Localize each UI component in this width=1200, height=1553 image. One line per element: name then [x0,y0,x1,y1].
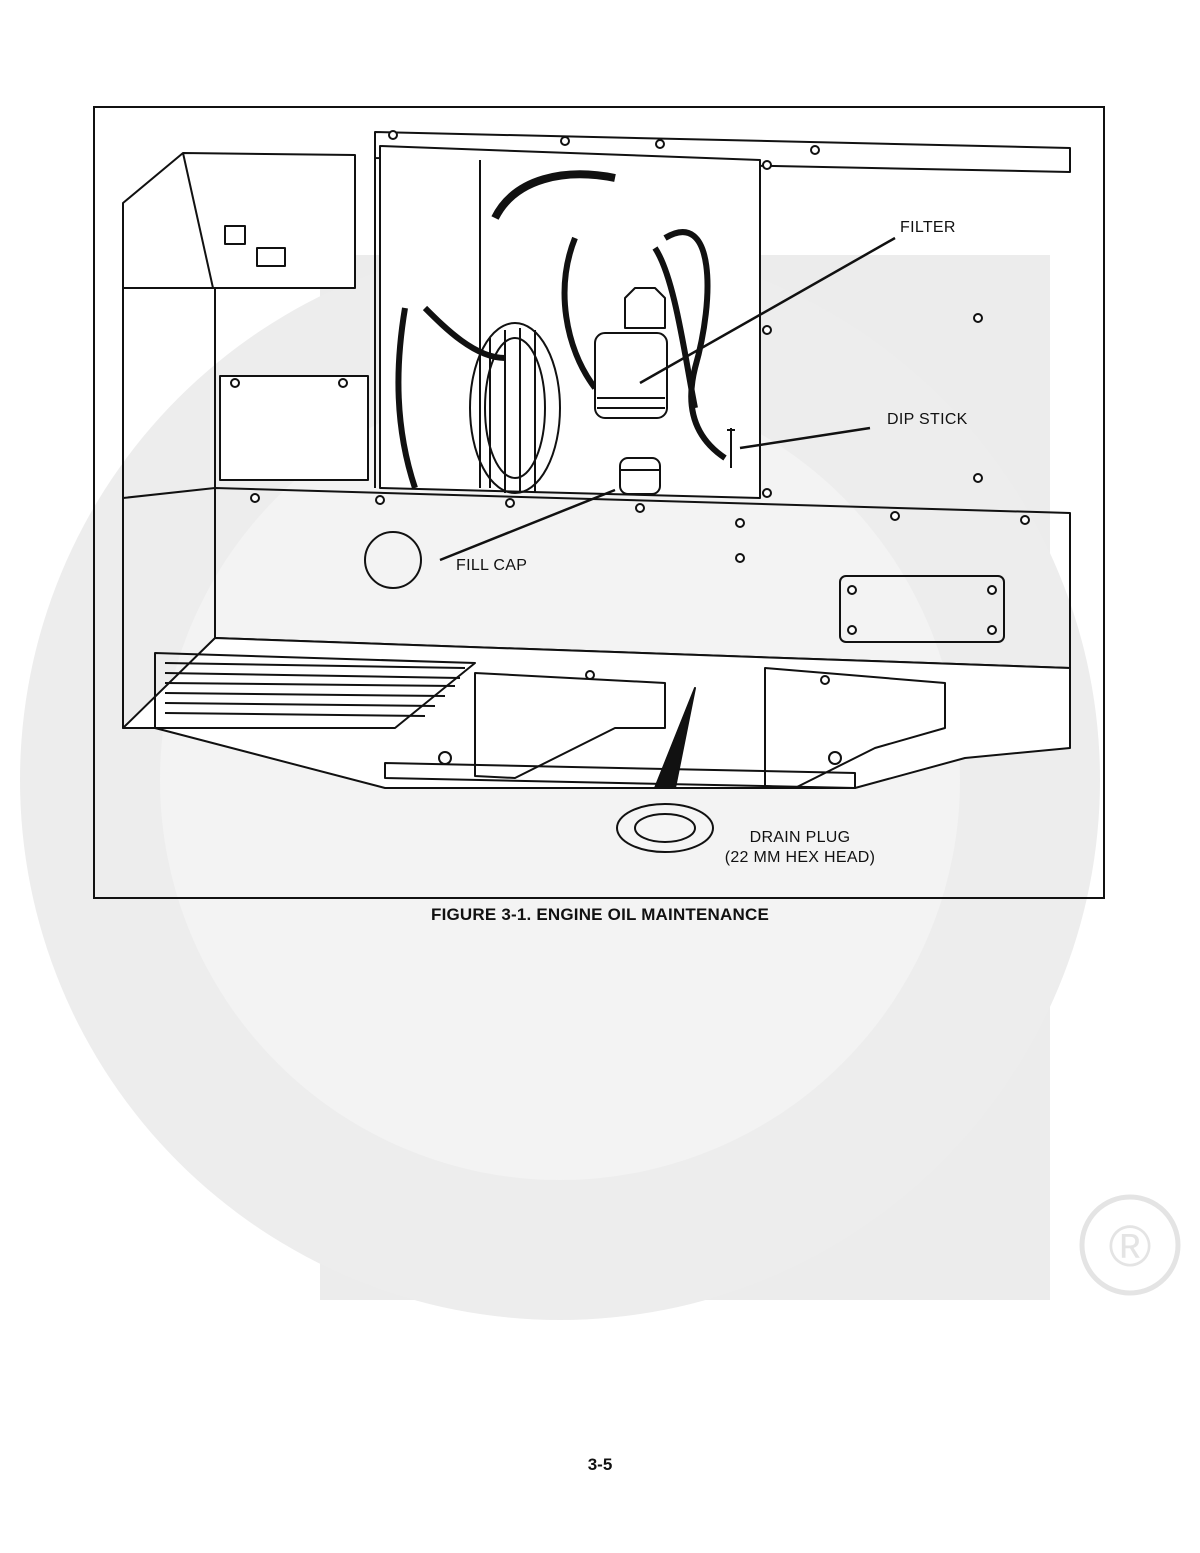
generator-illustration [122,130,1071,853]
drain-plug-label: DRAIN PLUG (22 MM HEX HEAD) [710,828,890,868]
dip-stick-label: DIP STICK [887,411,968,428]
drain-plug-label-line1: DRAIN PLUG [749,829,851,846]
page-number: 3-5 [587,1455,613,1474]
figure-caption: FIGURE 3-1. ENGINE OIL MAINTENANCE [430,905,770,924]
fill-cap-label: FILL CAP [456,557,528,574]
drain-plug-label-line2: (22 MM HEX HEAD) [724,849,876,866]
filter-label: FILTER [900,219,956,236]
figure-frame [93,106,1105,899]
registered-mark-icon [1079,1194,1181,1296]
registered-symbol: ® [1109,1214,1152,1279]
